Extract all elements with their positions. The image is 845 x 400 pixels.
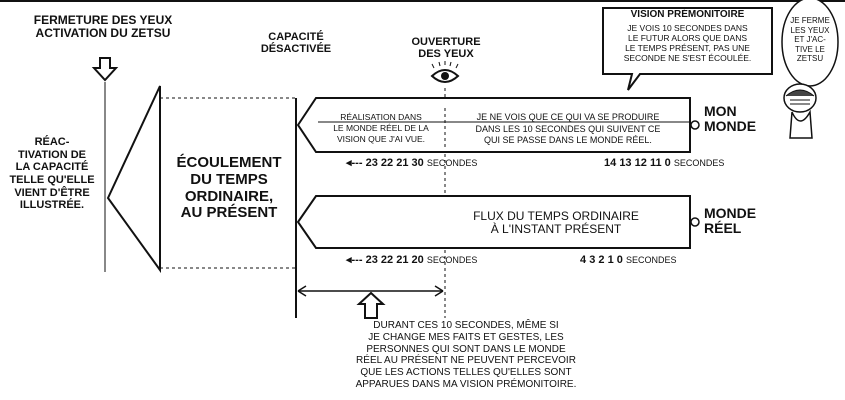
i-close-eyes-text: Je fermeles yeux et j'ac-tive le Zetsu [790,16,830,64]
vision-body: Je vois 10 secondes dansle futur alors q… [623,23,752,64]
flow-wedge [106,85,161,274]
my-world-end [690,120,700,130]
during-ten-seconds-text: Durant ces 10 secondes, même sije change… [355,320,577,390]
flux-label: Flux du temps ordinaireà l'instant prése… [473,209,639,236]
down-arrow-icon [91,57,119,82]
realisation-label: Réalisation dansle monde réel de lavisio… [333,112,429,145]
timeline-top-left: ◂--- 23 22 21 30 secondes [346,157,478,169]
real-world-arrow [296,195,691,249]
my-world-arrow [296,97,691,153]
close-eyes-label: Fermeture des yeuxactivation du Zetsu [33,13,173,40]
reactivation-label: Réac-tivation de la capacitételle qu'ell… [9,136,95,212]
eyes-open-label: Ouverturedes yeux [411,36,481,60]
real-world-label: Monderéel [704,205,757,236]
thought-bubble [781,0,839,87]
eye-icon [430,61,460,83]
timeline-top-right: 14 13 12 11 0 secondes [604,157,725,169]
vision-title: Vision prémonitoire [630,9,745,20]
see-future-label: Je ne vois que ce qui va se produiredans… [475,112,661,146]
capacity-off-label: Capacitédésactivée [260,31,332,55]
my-world-label: Monmonde [704,103,757,134]
timeline-bottom-right: 4 3 2 1 0 secondes [580,254,677,266]
character-icon [783,83,817,139]
vision-bubble [602,7,773,91]
real-world-end [690,217,700,227]
up-arrow-icon [356,291,386,319]
ordinary-flow-label: Écoulementdu temps ordinaire,au présent [176,154,282,222]
timeline-bottom-left: ◂--- 23 22 21 20 secondes [346,254,478,266]
